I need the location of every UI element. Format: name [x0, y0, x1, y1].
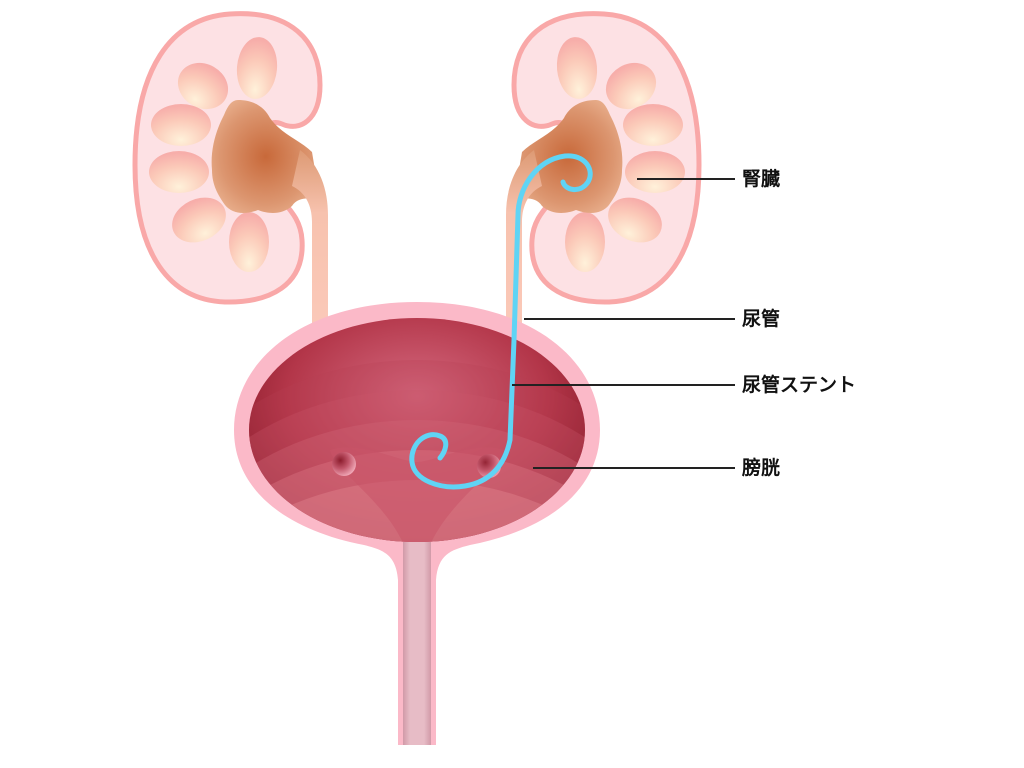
left-ureteral-orifice — [332, 452, 356, 476]
urethra — [403, 542, 431, 745]
right-kidney-calyces — [556, 37, 685, 272]
label-ureteral-stent: 尿管ステント — [742, 374, 857, 396]
bladder-lumen — [249, 318, 585, 542]
left-ureter — [292, 150, 328, 330]
label-bladder: 膀胱 — [742, 457, 781, 479]
bladder — [234, 302, 600, 745]
leader-lines — [512, 178, 735, 469]
ureteral-stent — [409, 153, 593, 490]
left-kidney-calyces — [149, 37, 278, 272]
label-kidney: 腎臓 — [742, 168, 781, 190]
right-kidney — [506, 11, 702, 330]
label-ureter: 尿管 — [742, 308, 781, 330]
left-kidney — [132, 11, 328, 330]
